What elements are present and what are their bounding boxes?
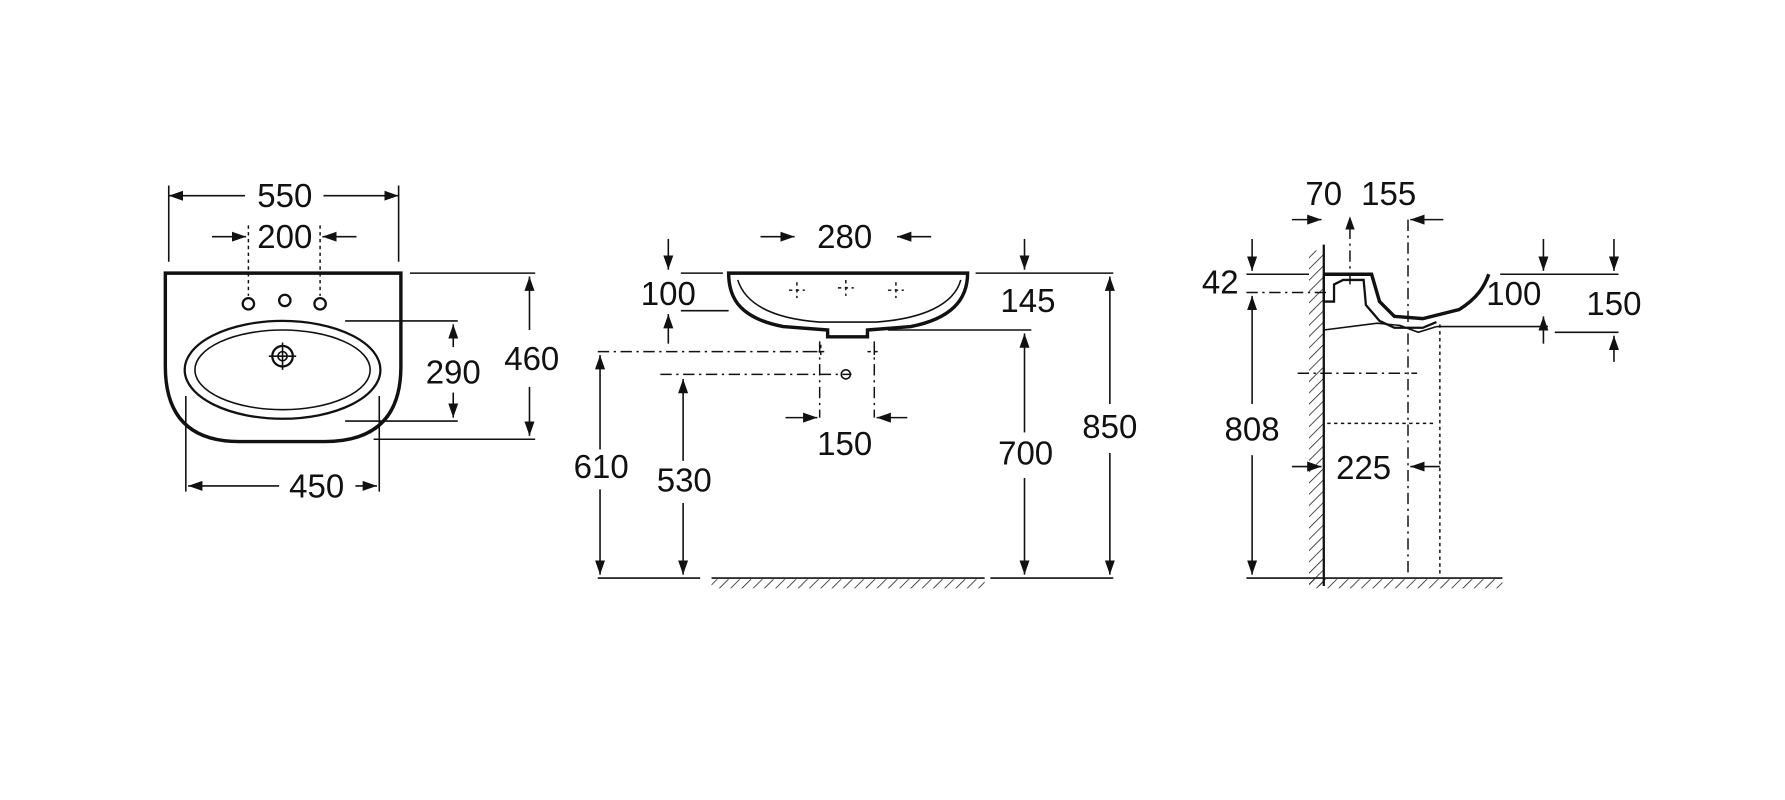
dim-drain-height: 530 [657, 462, 712, 499]
basin-front-outline [726, 271, 970, 339]
basin-side-profile [1323, 272, 1491, 321]
dim-supply-spacing: 150 [817, 425, 872, 462]
dim-bowl-width: 450 [289, 467, 344, 504]
dim-front-tap-spacing: 280 [817, 218, 872, 255]
tap-hole-center [277, 293, 292, 308]
dim-waste-offset: 155 [1361, 175, 1416, 212]
dim-front-basin-height: 145 [1000, 282, 1055, 319]
floor-hatch [711, 579, 985, 589]
dim-tap-hole-spacing: 200 [257, 218, 312, 255]
side-view: 70 155 42 808 100 150 225 [1202, 175, 1642, 589]
dim-supply-height: 610 [574, 448, 629, 485]
dim-overall-width: 550 [257, 177, 312, 214]
dim-side-bowl-height: 100 [1486, 275, 1541, 312]
dim-wall-gap: 70 [1305, 175, 1342, 212]
dim-bowl-depth: 290 [426, 353, 481, 390]
tap-hole-markers [788, 279, 904, 299]
dim-rim-to-fixing: 42 [1202, 264, 1239, 301]
bowl-inner [194, 329, 371, 411]
dim-fixing-height: 808 [1225, 410, 1280, 447]
front-view: 280 100 145 150 610 530 700 850 [574, 218, 1137, 589]
dim-depth: 460 [504, 340, 559, 377]
dim-waste-from-wall: 225 [1336, 449, 1391, 486]
side-floor-hatch [1309, 579, 1503, 589]
dim-side-basin-height: 150 [1586, 285, 1641, 322]
wall-hatch [1309, 250, 1324, 587]
dim-underside-height: 700 [998, 434, 1053, 471]
dim-rim-height: 850 [1082, 408, 1137, 445]
drain-icon [268, 342, 297, 370]
basin-outline [163, 271, 403, 444]
dim-front-bowl-height: 100 [641, 275, 696, 312]
bowl-rim [183, 319, 382, 420]
plan-view: 550 200 460 290 450 [163, 177, 559, 504]
tap-hole-left [241, 297, 256, 311]
tap-hole-right [313, 297, 327, 311]
